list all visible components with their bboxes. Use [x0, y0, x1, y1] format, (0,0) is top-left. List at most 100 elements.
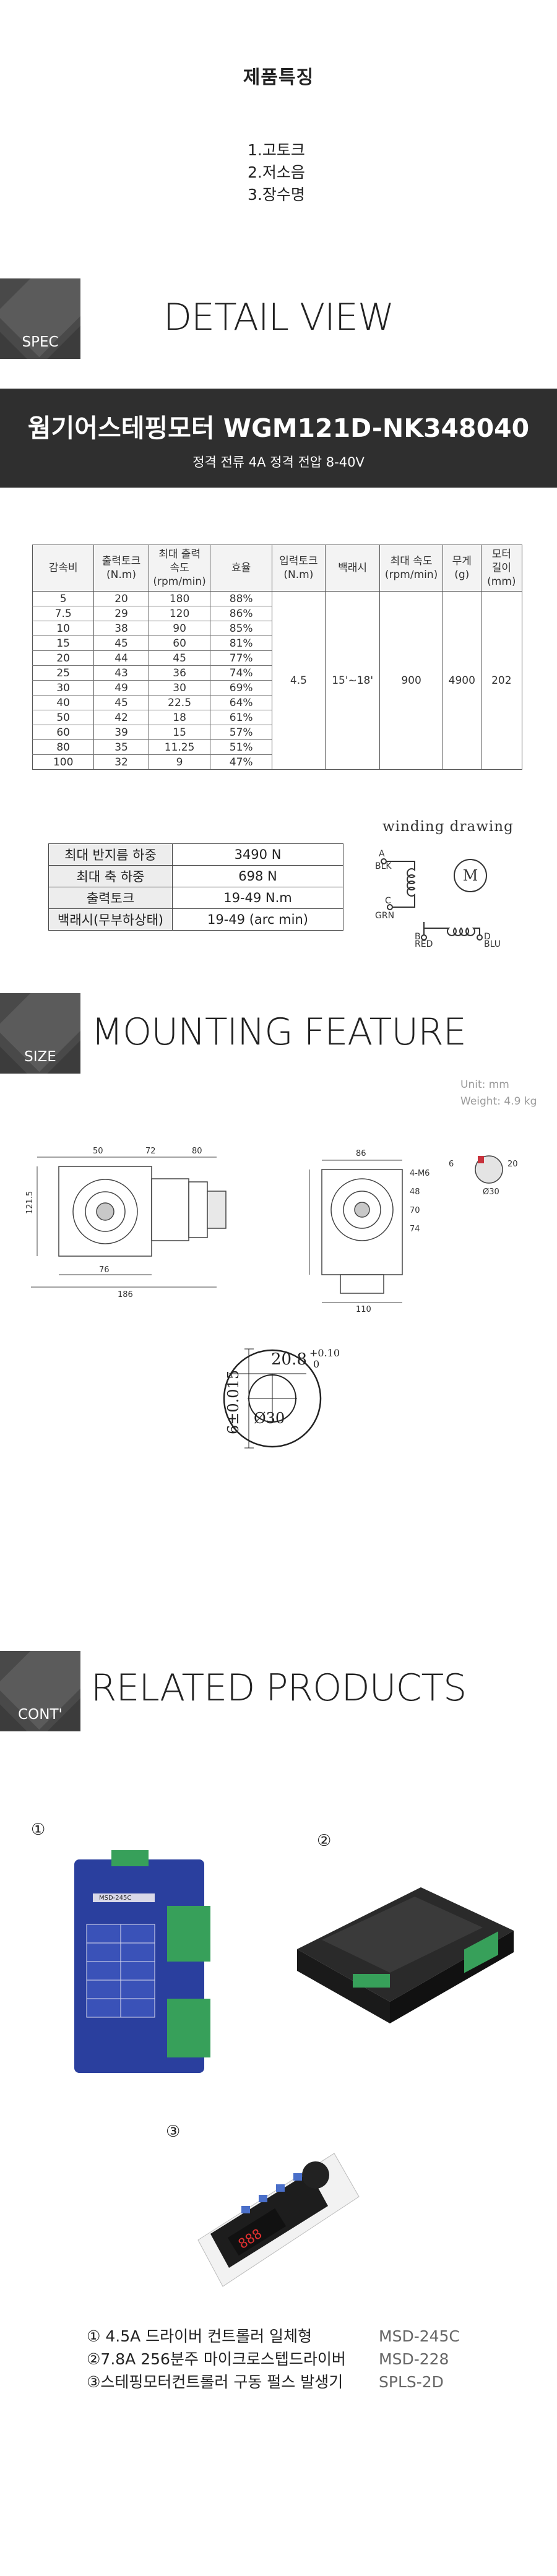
board-label: MSD-245C	[99, 1895, 131, 1902]
spec-cell: 45	[93, 695, 149, 710]
dim-label: 48	[410, 1187, 420, 1197]
spec-cell: 30	[148, 680, 211, 696]
spec-cell: 30	[32, 680, 95, 696]
spec-cell: 51%	[210, 739, 272, 755]
spec-cell: 32	[93, 754, 149, 770]
spec-cell: 100	[32, 754, 95, 770]
caption-text: ②7.8A 256분주 마이크로스텝드라이버	[87, 2350, 346, 2368]
caption-text: ③스테핑모터컨트롤러 구동 펄스 발생기	[87, 2373, 343, 2391]
spec-cell: 11.25	[148, 739, 211, 755]
caption-row: ③스테핑모터컨트롤러 구동 펄스 발생기 SPLS-2D	[87, 2371, 520, 2393]
caption-model: SPLS-2D	[379, 2373, 444, 2391]
spec-cell: 90	[148, 621, 211, 636]
spec-cell: 43	[93, 665, 149, 681]
product-marker: ②	[317, 1832, 332, 1850]
dim-label: 20	[507, 1160, 518, 1169]
spec-cell: 77%	[210, 650, 272, 666]
spec-cell: 15	[148, 725, 211, 740]
col-header: 감속비	[32, 545, 95, 592]
spec-cell: 86%	[210, 606, 272, 621]
spec-cell: 64%	[210, 695, 272, 710]
spec-cell: 38	[93, 621, 149, 636]
shaft-width: 20.8	[271, 1350, 307, 1369]
cont-tab: CONT'	[0, 1651, 80, 1731]
spec-cell: 81%	[210, 635, 272, 651]
dim-label: 50	[93, 1147, 103, 1156]
spec-tab-label: SPEC	[22, 334, 59, 350]
load-label: 최대 축 하중	[48, 865, 173, 887]
spec-cell: 5	[32, 591, 95, 606]
spec-table: 감속비 출력토크 (N.m) 최대 출력 속도 (rpm/min) 효율 입력토…	[32, 545, 523, 770]
caption-text: ① 4.5A 드라이버 컨트롤러 일체형	[87, 2327, 313, 2345]
winding-diagram: M A BLK C GRN B RED D BLU	[375, 849, 501, 947]
dim-label: 186	[118, 1290, 133, 1299]
spec-cell: 15	[32, 635, 95, 651]
spec-cell: 60	[32, 725, 95, 740]
caption-model: MSD-245C	[379, 2327, 460, 2345]
spec-cell: 57%	[210, 725, 272, 740]
dim-label: 86	[356, 1149, 366, 1158]
product-name: 웜기어스테핑모터 WGM121D-NK348040	[27, 413, 530, 443]
product-image-spls2d: 888	[197, 2153, 360, 2287]
load-value: 19-49 N.m	[172, 887, 343, 909]
pin-letter: D	[484, 932, 491, 942]
mounting-drawing: 50 72 80 121.5 76 186 86 4-M6 48 70 74 1…	[25, 1147, 518, 1314]
load-value: 19-49 (arc min)	[172, 908, 343, 931]
product-image-msd245c: MSD-245C	[74, 1850, 210, 2073]
features-list: 1.고토크 2.저소음 3.장수명	[248, 139, 305, 206]
col-header: 최대 출력 속도 (rpm/min)	[148, 545, 211, 592]
spec-cell: 120	[148, 606, 211, 621]
spec-cell: 44	[93, 650, 149, 666]
size-tab-label: SIZE	[24, 1049, 56, 1065]
spec-merged-cell: 4900	[442, 591, 481, 770]
dim-label: 80	[192, 1147, 202, 1156]
col-header: 최대 속도 (rpm/min)	[379, 545, 443, 592]
product-image-msd228	[297, 1887, 514, 2023]
load-value: 698 N	[172, 865, 343, 887]
spec-cell: 88%	[210, 591, 272, 606]
load-label: 출력토크	[48, 887, 173, 909]
load-label: 최대 반지름 하중	[48, 843, 173, 866]
spec-cell: 7.5	[32, 606, 95, 621]
product-captions: ① 4.5A 드라이버 컨트롤러 일체형 MSD-245C ②7.8A 256분…	[87, 2325, 520, 2393]
spec-cell: 9	[148, 754, 211, 770]
shaft-tol-up: +0.10	[309, 1347, 340, 1359]
winding-title: winding drawing	[382, 819, 514, 835]
spec-cell: 74%	[210, 665, 272, 681]
size-tab: SIZE	[0, 993, 80, 1074]
dim-label: 76	[99, 1265, 110, 1275]
spec-merged-cell: 202	[480, 591, 523, 770]
spec-cell: 45	[93, 635, 149, 651]
features-title: 제품특징	[243, 67, 314, 88]
load-row: 백래시(무부하상태)19-49 (arc min)	[48, 908, 343, 931]
spec-tab: SPEC	[0, 278, 80, 359]
pin-letter: B	[415, 932, 421, 942]
spec-cell: 45	[148, 650, 211, 666]
feature-item: 2.저소음	[248, 163, 305, 181]
detail-view-title: DETAIL VIEW	[163, 296, 394, 339]
spec-merged-cell: 15'~18'	[324, 591, 381, 770]
spec-cell: 80	[32, 739, 95, 755]
pin-color: BLU	[484, 939, 501, 947]
cont-tab-label: CONT'	[18, 1707, 63, 1723]
spec-cell: 180	[148, 591, 211, 606]
feature-item: 3.장수명	[248, 186, 305, 204]
dim-label: 72	[145, 1147, 156, 1156]
product-marker: ③	[166, 2122, 181, 2141]
col-header: 출력토크 (N.m)	[93, 545, 149, 592]
dim-label: 4-M6	[410, 1169, 430, 1178]
rating-text: 정격 전류 4A 정격 전압 8-40V	[192, 455, 365, 470]
spec-cell: 61%	[210, 710, 272, 725]
dim-label: 121.5	[25, 1191, 35, 1214]
caption-row: ②7.8A 256분주 마이크로스텝드라이버 MSD-228	[87, 2348, 520, 2371]
